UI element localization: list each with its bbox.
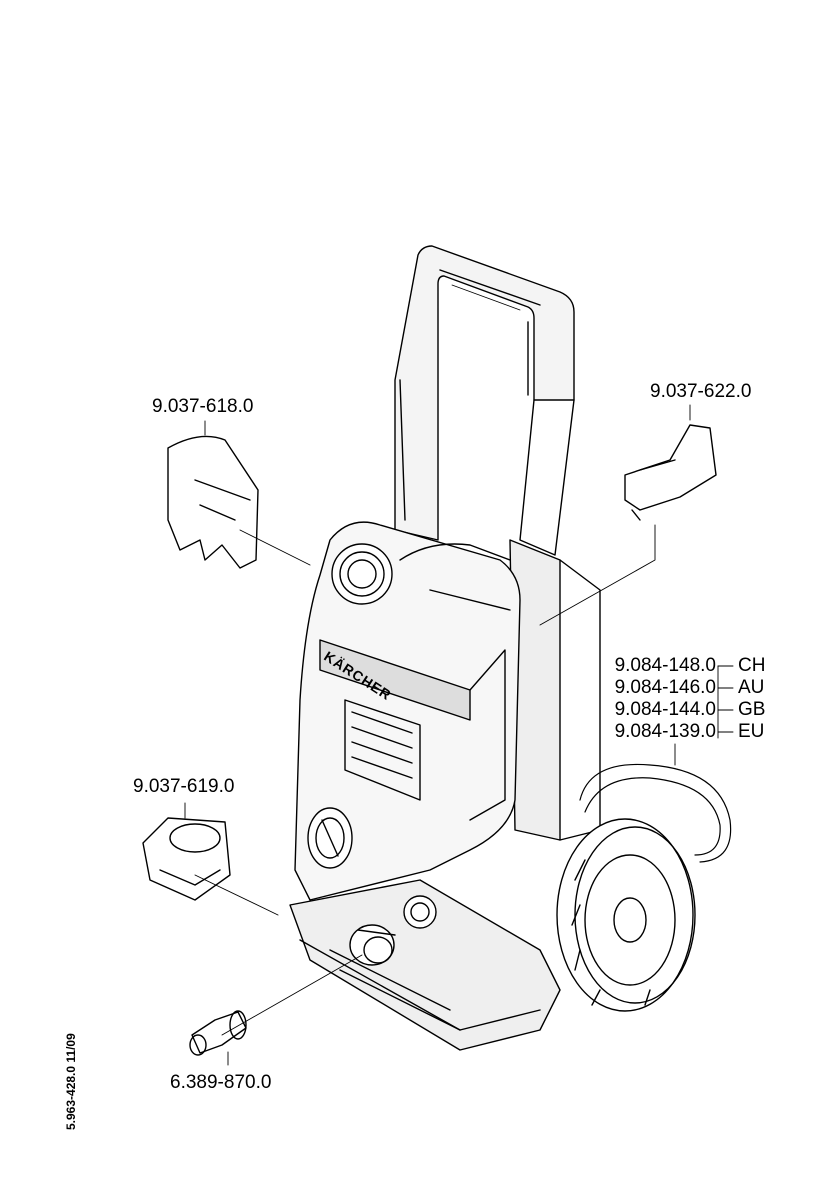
cord-country: AU xyxy=(738,677,765,698)
part-number-coupling: 6.389-870.0 xyxy=(170,1072,272,1093)
cord-code: 9.084-148.0 xyxy=(614,655,716,676)
pressure-dial xyxy=(307,807,353,869)
part-cover-right xyxy=(624,424,717,521)
water-inlet xyxy=(349,924,396,966)
cord-code: 9.084-146.0 xyxy=(614,677,716,698)
part-hood-left xyxy=(167,435,259,569)
part-coupling xyxy=(189,1010,247,1056)
cord-code: 9.084-139.0 xyxy=(614,721,716,742)
part-number-hood-right: 9.037-622.0 xyxy=(650,381,752,402)
part-number-holder-left: 9.037-619.0 xyxy=(133,776,235,797)
cord-country: CH xyxy=(738,655,766,676)
leader-lines xyxy=(184,404,734,1066)
cord-country: EU xyxy=(738,721,765,742)
document-reference: 5.963-428.0 11/09 xyxy=(64,1033,78,1130)
high-pressure-outlet xyxy=(403,895,437,929)
cord-code: 9.084-144.0 xyxy=(614,699,716,720)
power-cord xyxy=(579,763,732,863)
spine xyxy=(509,539,601,841)
reel-cap xyxy=(331,543,393,605)
base xyxy=(289,879,561,1051)
part-number-hood-left: 9.037-618.0 xyxy=(152,396,254,417)
part-holder-left xyxy=(142,817,231,901)
main-body xyxy=(294,521,521,901)
push-handle xyxy=(394,245,575,556)
cord-country: GB xyxy=(738,699,766,720)
wheel xyxy=(556,818,696,1012)
